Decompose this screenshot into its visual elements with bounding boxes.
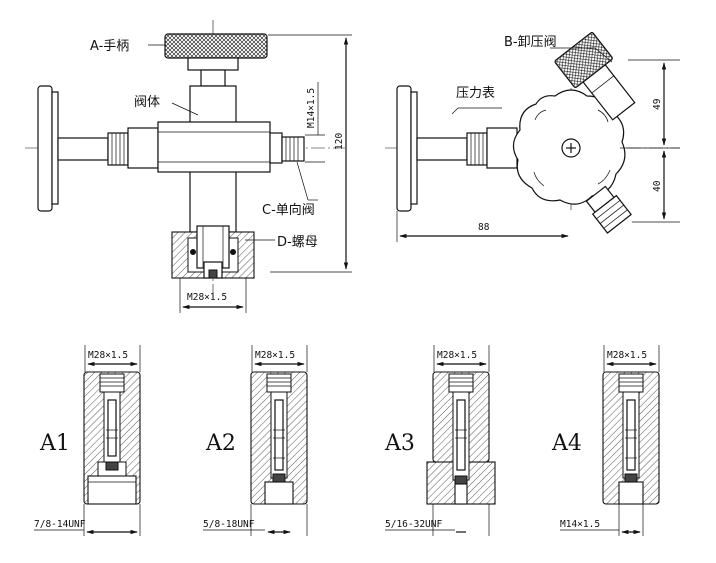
adapter-a1-bottom-thread: 7/8-14UNF xyxy=(34,519,86,530)
nut-section xyxy=(171,225,255,279)
adapter-a3-top-thread: M28×1.5 xyxy=(437,350,477,361)
adapter-a1-top-thread: M28×1.5 xyxy=(88,350,128,361)
m28-bottom-dim: M28×1.5 xyxy=(187,292,227,303)
adapter-a2-bottom-thread: 5/8-18UNF xyxy=(203,519,255,530)
adapter-a2-top-thread: M28×1.5 xyxy=(255,350,295,361)
adapter-a4-name: A4 xyxy=(551,431,582,456)
nut-label: D-螺母 xyxy=(277,235,318,250)
valve-body-label: 阀体 xyxy=(134,95,160,110)
adapter-a4-bottom-thread: M14×1.5 xyxy=(560,519,600,530)
adapter-a1-name: A1 xyxy=(39,431,70,456)
adapter-a1: A1 M28×1.5 7/8-14UNF xyxy=(34,345,141,536)
adapter-a2: A2 M28×1.5 5/8-18UNF xyxy=(203,345,308,536)
dim-40: 40 xyxy=(652,180,663,192)
adapter-a3-name: A3 xyxy=(384,431,415,456)
m14-side-dim: M14×1.5 xyxy=(306,88,317,128)
adapter-a4-top-thread: M28×1.5 xyxy=(607,350,647,361)
handle-label: A-手柄 xyxy=(90,39,129,54)
front-view: A-手柄 阀体 C-单向阀 D-螺母 M14×1.5 120 M28×1.5 xyxy=(25,20,352,313)
relief-valve-label: B-卸压阀 xyxy=(504,34,557,50)
handle-knob xyxy=(164,33,268,59)
adapter-a2-name: A2 xyxy=(205,431,236,456)
dim-88: 88 xyxy=(478,222,490,233)
pressure-gauge-label: 压力表 xyxy=(456,86,495,101)
side-view: B-卸压阀 压力表 49 40 88 xyxy=(385,32,680,242)
dim-49: 49 xyxy=(652,98,663,110)
valve-body-horizontal xyxy=(157,121,271,173)
gauge-side xyxy=(37,85,159,212)
adapter-a3-bottom-thread: 5/16-32UNF xyxy=(385,519,442,530)
height-dim: 120 xyxy=(334,133,345,150)
adapter-a4: A4 M28×1.5 M14×1.5 xyxy=(551,345,660,536)
check-valve-label: C-单向阀 xyxy=(262,202,315,218)
adapter-a3: A3 M28×1.5 5/16-32UNF xyxy=(384,345,496,536)
